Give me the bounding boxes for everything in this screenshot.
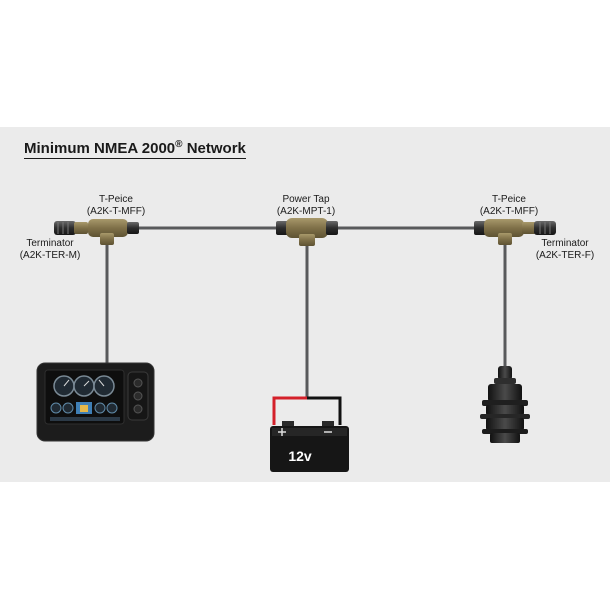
- label-tee-right-part: (A2K-T-MFF): [479, 206, 539, 217]
- label-power-tap-part: (A2K-MPT-1): [276, 206, 336, 217]
- terminator-left: [54, 221, 88, 235]
- tee-connector-right: [474, 219, 524, 245]
- title-suffix: Network: [182, 140, 246, 157]
- label-tee-left-name: T-Peice: [99, 194, 133, 205]
- power-tap-connector: [276, 218, 338, 246]
- power-wires: [272, 396, 342, 425]
- sensor-icon: [480, 366, 530, 443]
- label-terminator-left-part: (A2K-TER-M): [19, 250, 81, 261]
- label-tee-right: T-Peice (A2K-T-MFF): [469, 194, 549, 218]
- battery-icon: [270, 421, 349, 472]
- battery-label: 12v: [288, 448, 312, 464]
- label-tee-left: T-Peice (A2K-T-MFF): [76, 194, 156, 218]
- title-registered-mark: ®: [175, 139, 183, 150]
- title-text: Minimum NMEA 2000: [24, 140, 176, 157]
- label-terminator-left: Terminator (A2K-TER-M): [10, 238, 90, 262]
- display-unit-icon: [36, 362, 155, 442]
- label-tee-right-name: T-Peice: [492, 194, 526, 205]
- label-tee-left-part: (A2K-T-MFF): [86, 206, 146, 217]
- terminator-right: [522, 221, 556, 235]
- label-terminator-left-name: Terminator: [26, 238, 74, 249]
- label-terminator-right: Terminator (A2K-TER-F): [525, 238, 605, 262]
- diagram-title: Minimum NMEA 2000® Network: [24, 139, 246, 159]
- label-power-tap: Power Tap (A2K-MPT-1): [266, 194, 346, 218]
- label-power-tap-name: Power Tap: [282, 194, 330, 205]
- tee-connector-left: [88, 219, 139, 245]
- label-terminator-right-name: Terminator: [541, 238, 589, 249]
- label-terminator-right-part: (A2K-TER-F): [535, 250, 595, 261]
